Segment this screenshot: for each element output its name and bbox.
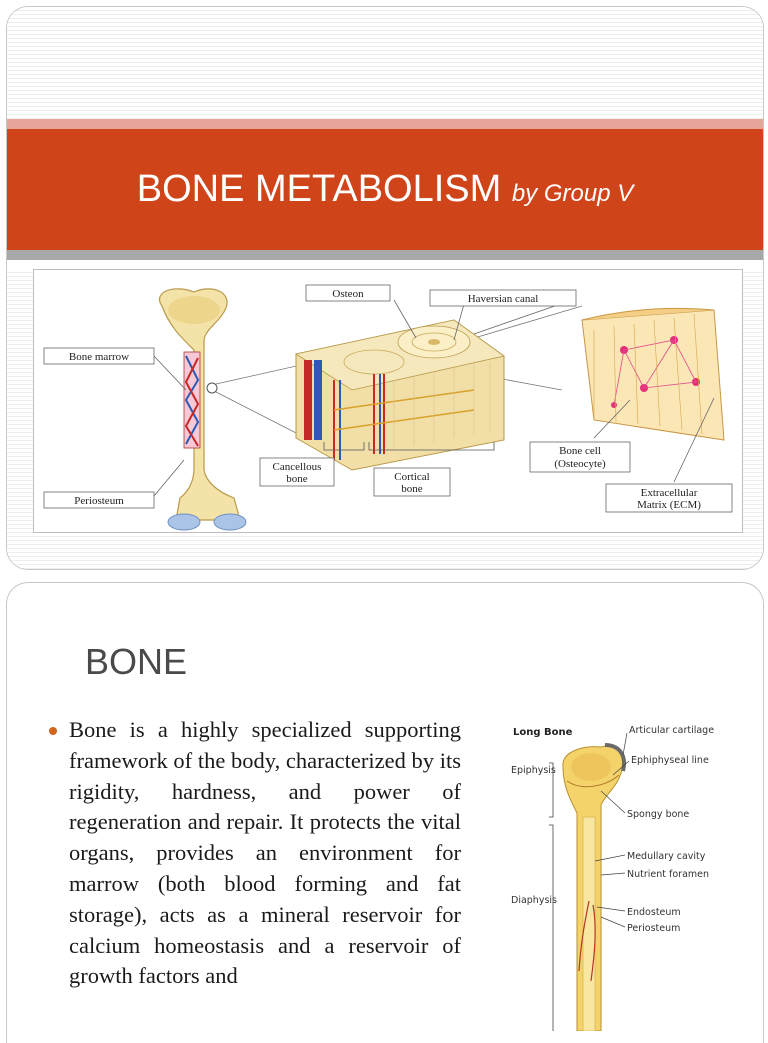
grey-band xyxy=(7,250,763,260)
label-cortical-line1: Cortical xyxy=(394,471,429,483)
label-nutrient-foramen: Nutrient foramen xyxy=(627,869,709,880)
label-diaphysis: Diaphysis xyxy=(511,895,557,906)
label-cancellous-line2: bone xyxy=(286,473,308,485)
content-slide: BONE Bone is a highly specialized suppor… xyxy=(6,582,764,1043)
slide-title: BONE METABOLISM by Group V xyxy=(7,169,763,214)
bullet-item: Bone is a highly specialized supporting … xyxy=(49,715,461,992)
label-endosteum: Endosteum xyxy=(627,907,681,918)
label-ecm-line2: Matrix (ECM) xyxy=(637,499,701,511)
bullet-text: Bone is a highly specialized supporting … xyxy=(69,715,461,992)
label-osteon: Osteon xyxy=(332,288,364,300)
label-cancellous-line1: Cancellous xyxy=(273,461,322,473)
label-spongy-bone: Spongy bone xyxy=(627,809,689,820)
long-bone-drawing xyxy=(563,745,624,1031)
label-periosteum: Periosteum xyxy=(74,495,124,507)
bone-structure-illustration: Osteon Haversian canal Bone marrow Cance… xyxy=(34,270,742,532)
title-main: BONE METABOLISM xyxy=(137,168,502,210)
femur-drawing xyxy=(160,289,246,530)
label-ecm-line1: Extracellular xyxy=(641,487,698,499)
label-periosteum-long-bone: Periosteum xyxy=(627,923,680,934)
slide-heading: BONE xyxy=(85,641,187,683)
long-bone-title: Long Bone xyxy=(513,727,573,738)
label-cortical-line2: bone xyxy=(401,483,423,495)
label-bone-cell-line1: Bone cell xyxy=(559,445,601,457)
label-bone-cell-line2: (Osteocyte) xyxy=(554,458,606,470)
ecm-wedge-drawing xyxy=(582,308,724,440)
label-medullary-cavity: Medullary cavity xyxy=(627,851,706,862)
osteon-section-drawing xyxy=(296,320,504,470)
label-epiphyseal-line: Ephiphyseal line xyxy=(631,755,709,766)
long-bone-diagram: Long Bone Epiphysis Diaphysis Articular … xyxy=(505,721,729,1031)
label-haversian-canal: Haversian canal xyxy=(468,293,539,305)
title-slide: BONE METABOLISM by Group V xyxy=(6,6,764,570)
bullet-dot-icon xyxy=(49,727,57,735)
label-bone-marrow: Bone marrow xyxy=(69,351,129,363)
pink-band xyxy=(7,119,763,129)
label-epiphysis: Epiphysis xyxy=(511,765,556,776)
stripe-background-top xyxy=(7,7,763,119)
bone-structure-figure: Osteon Haversian canal Bone marrow Cance… xyxy=(33,269,743,533)
title-subtitle: by Group V xyxy=(512,180,633,207)
label-articular-cartilage: Articular cartilage xyxy=(629,725,714,736)
